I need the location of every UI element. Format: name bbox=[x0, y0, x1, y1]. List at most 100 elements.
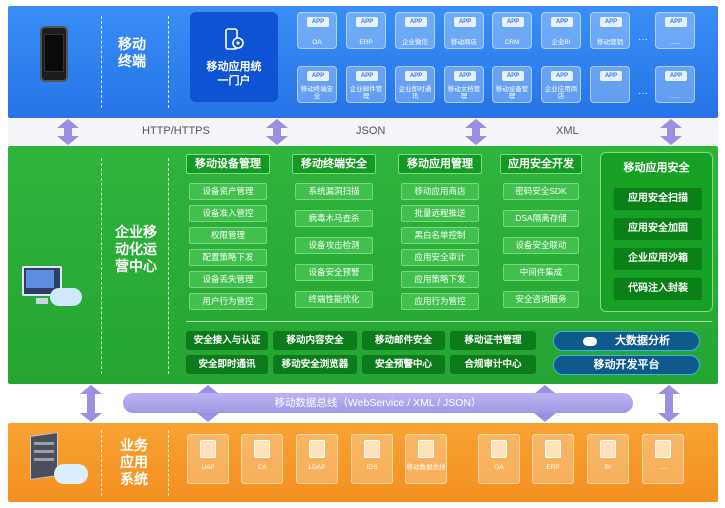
app-security-item[interactable]: 应用安全扫描 bbox=[614, 188, 702, 210]
capability-item[interactable]: 应用安全审计 bbox=[401, 249, 479, 266]
capability-item[interactable]: 应用策略下发 bbox=[401, 271, 479, 288]
capability-item[interactable]: 设备准入管控 bbox=[189, 205, 267, 222]
capability-item[interactable]: 设备安全联动 bbox=[503, 237, 579, 254]
app-tile[interactable]: APP...... bbox=[655, 12, 695, 49]
service-item[interactable]: 移动证书管理 bbox=[450, 331, 536, 350]
ellipsis-dots: ··· bbox=[638, 88, 648, 99]
app-tile[interactable]: APP 企业邮件管理 bbox=[346, 66, 386, 103]
capability-item[interactable]: DSA隔离存储 bbox=[503, 210, 579, 227]
system-label: IDS bbox=[366, 464, 378, 471]
column-head: 移动终端安全 bbox=[292, 154, 376, 174]
capability-item[interactable]: 中间件集成 bbox=[503, 264, 579, 281]
server-icon bbox=[600, 440, 616, 458]
system-tile[interactable]: IDS bbox=[351, 434, 393, 484]
app-badge: APP bbox=[600, 71, 622, 81]
capability-item[interactable]: 安全咨询服务 bbox=[503, 291, 579, 308]
terminal-divider bbox=[101, 16, 102, 108]
system-tile[interactable]: OA bbox=[478, 434, 520, 484]
app-tile[interactable]: APP...... bbox=[655, 66, 695, 103]
app-tile[interactable]: APP OA bbox=[297, 12, 337, 49]
column-head: 应用安全开发 bbox=[500, 154, 582, 174]
server-icon bbox=[491, 440, 507, 458]
capability-item[interactable]: 批量远程推送 bbox=[401, 205, 479, 222]
app-label: 企业邮件管理 bbox=[349, 85, 383, 100]
service-item[interactable]: 合规审计中心 bbox=[450, 355, 536, 374]
app-icon: APP...... bbox=[655, 12, 695, 49]
app-badge: APP bbox=[356, 71, 378, 81]
system-tile[interactable]: CA bbox=[241, 434, 283, 484]
capability-item[interactable]: 设备攻击检测 bbox=[295, 237, 373, 254]
capability-item[interactable]: 病毒木马查杀 bbox=[295, 210, 373, 227]
capability-item[interactable]: 设备资产管理 bbox=[189, 183, 267, 200]
app-tile[interactable]: APP 企业即时通讯 bbox=[395, 66, 435, 103]
system-tile[interactable]: LDAP bbox=[296, 434, 338, 484]
server-icon bbox=[200, 440, 216, 458]
capability-item[interactable]: 黑白名单控制 bbox=[401, 227, 479, 244]
app-security-panel: 移动应用安全 应用安全扫描 应用安全加固 企业应用沙箱 代码注入封装 bbox=[600, 152, 713, 312]
app-badge: APP bbox=[307, 17, 329, 27]
service-item[interactable]: 安全即时通讯 bbox=[186, 355, 268, 374]
monitor-cloud-icon bbox=[22, 266, 82, 312]
big-data-pill[interactable]: 大数据分析 bbox=[553, 331, 700, 351]
capability-item[interactable]: 系统漏洞扫描 bbox=[295, 183, 373, 200]
operations-divider-right bbox=[168, 158, 169, 374]
app-security-item[interactable]: 应用安全加固 bbox=[614, 218, 702, 240]
app-badge: APP bbox=[454, 17, 476, 27]
app-security-item[interactable]: 企业应用沙箱 bbox=[614, 248, 702, 270]
system-tile[interactable]: ERP bbox=[532, 434, 574, 484]
app-badge: APP bbox=[551, 17, 573, 27]
app-tile[interactable]: APP ERP bbox=[346, 12, 386, 49]
app-tile[interactable]: APP bbox=[590, 66, 630, 103]
app-security-item[interactable]: 代码注入封装 bbox=[614, 278, 702, 300]
app-icon: APP bbox=[590, 66, 630, 103]
server-icon bbox=[418, 440, 434, 458]
system-tile[interactable]: ...... bbox=[642, 434, 684, 484]
capability-item[interactable]: 移动应用商店 bbox=[401, 183, 479, 200]
business-divider-right bbox=[168, 430, 169, 496]
system-label: ...... bbox=[657, 464, 669, 471]
service-item[interactable]: 移动内容安全 bbox=[273, 331, 357, 350]
service-item[interactable]: 移动安全浏览器 bbox=[273, 355, 357, 374]
service-item[interactable]: 安全接入与认证 bbox=[186, 331, 268, 350]
capability-item[interactable]: 设备丢失管理 bbox=[189, 271, 267, 288]
capability-item[interactable]: 应用行为管控 bbox=[401, 293, 479, 310]
column-head: 移动应用管理 bbox=[398, 154, 482, 174]
dev-platform-pill[interactable]: 移动开发平台 bbox=[553, 355, 700, 375]
app-label: OA bbox=[312, 38, 322, 46]
service-item[interactable]: 安全预警中心 bbox=[362, 355, 445, 374]
app-icon: APP 企业邮件管理 bbox=[346, 66, 386, 103]
server-icon bbox=[364, 440, 380, 458]
app-label: 企业即时通讯 bbox=[398, 85, 432, 100]
app-icon: APP 企业即时通讯 bbox=[395, 66, 435, 103]
capability-item[interactable]: 终端性能优化 bbox=[295, 291, 373, 308]
capability-item[interactable]: 配置策略下发 bbox=[189, 249, 267, 266]
protocol-json: JSON bbox=[356, 125, 386, 137]
unified-portal[interactable]: 移动应用统一门户 bbox=[190, 12, 278, 102]
app-label: ERP bbox=[359, 38, 373, 46]
app-label: CRM bbox=[504, 38, 520, 46]
service-item[interactable]: 移动邮件安全 bbox=[362, 331, 445, 350]
app-badge: APP bbox=[356, 17, 378, 27]
system-tile[interactable]: UAP bbox=[187, 434, 229, 484]
system-tile[interactable]: BI bbox=[587, 434, 629, 484]
server-icon bbox=[254, 440, 270, 458]
capability-item[interactable]: 用户行为管控 bbox=[189, 293, 267, 310]
app-badge: APP bbox=[405, 71, 427, 81]
capability-item[interactable]: 设备安全预警 bbox=[295, 264, 373, 281]
capability-item[interactable]: 权限管理 bbox=[189, 227, 267, 244]
system-tile[interactable]: 移动数据总线 bbox=[405, 434, 447, 484]
terminal-divider-right bbox=[168, 16, 169, 108]
capability-item[interactable]: 密码安全SDK bbox=[503, 183, 579, 200]
